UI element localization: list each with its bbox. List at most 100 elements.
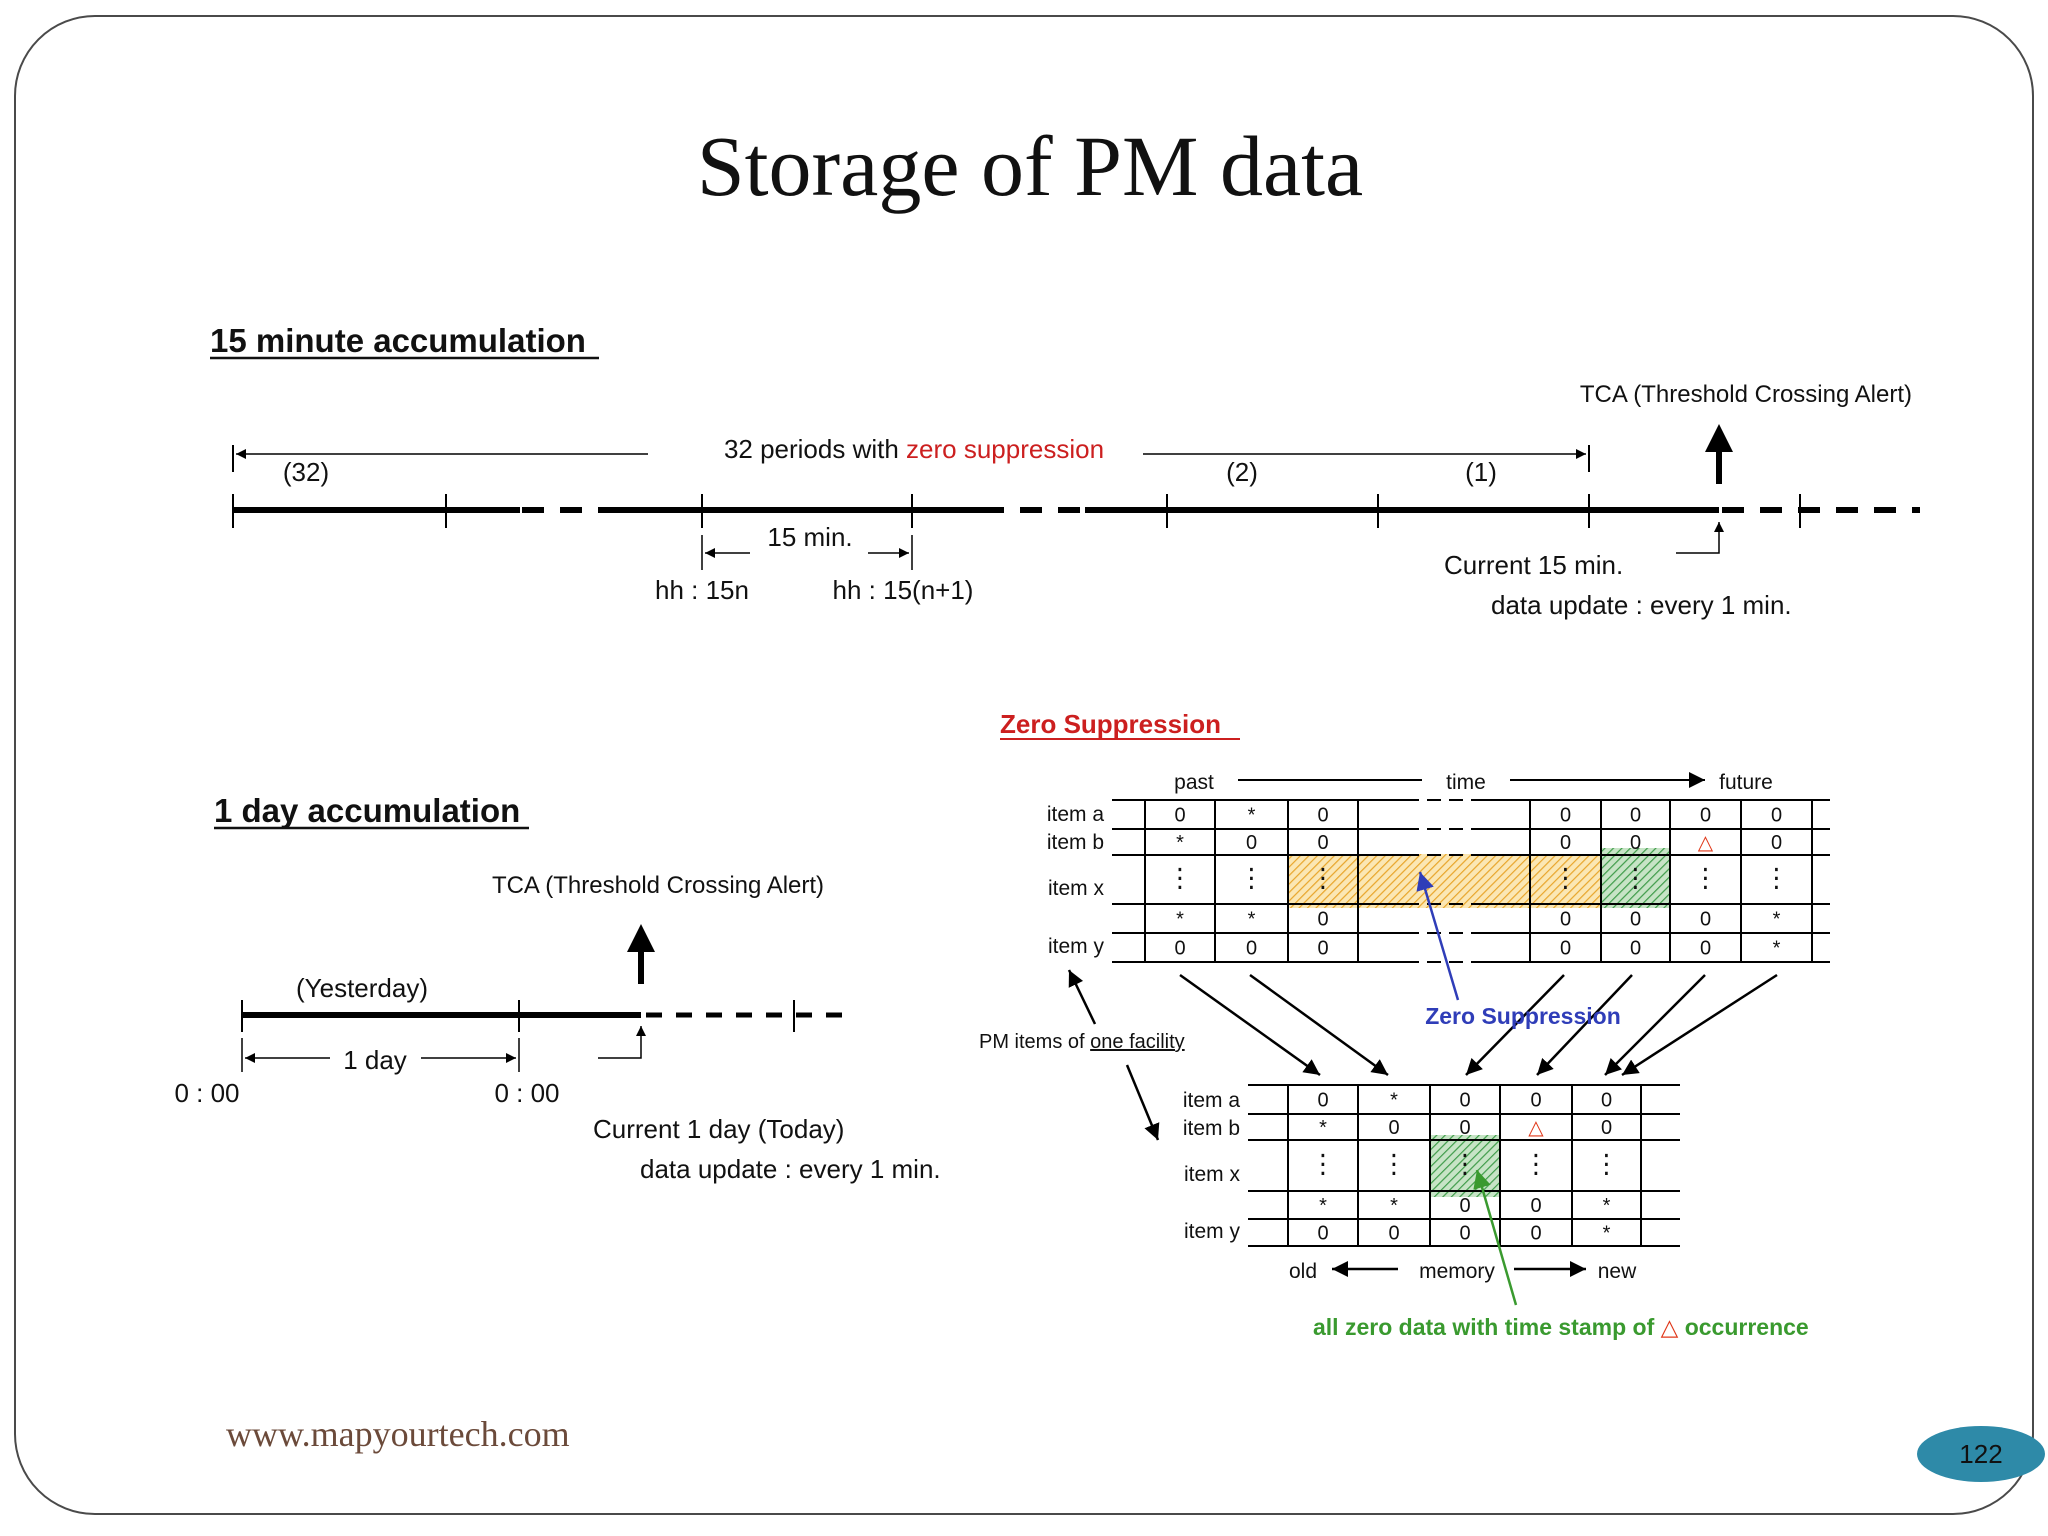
bottom-cell-r3-c4: * bbox=[1603, 1195, 1611, 1217]
top-cell-r2-c6: ⋮ bbox=[1693, 863, 1719, 893]
top-cell-r0-c6: 0 bbox=[1700, 805, 1711, 827]
section-1d-heading: 1 day accumulation bbox=[214, 792, 520, 829]
periods-label-highlight: zero suppression bbox=[906, 434, 1104, 464]
memory-label: memory bbox=[1419, 1260, 1495, 1283]
new-label: new bbox=[1598, 1260, 1637, 1283]
bottom-cell-r2-c3: ⋮ bbox=[1523, 1149, 1549, 1179]
note-green-text: all zero data with time stamp of △ occur… bbox=[1313, 1314, 1809, 1340]
top-cell-r3-c2: 0 bbox=[1317, 909, 1328, 931]
bottom-cell-r4-c1: 0 bbox=[1388, 1223, 1399, 1245]
update-15-label: data update : every 1 min. bbox=[1491, 590, 1792, 620]
top-cell-r0-c7: 0 bbox=[1771, 805, 1782, 827]
bottom-cell-r2-c4: ⋮ bbox=[1594, 1149, 1620, 1179]
top-hatch-orange bbox=[1288, 854, 1601, 908]
bottom-cell-r1-c3: △ bbox=[1528, 1117, 1544, 1139]
top-cell-r1-c4: 0 bbox=[1560, 832, 1571, 854]
start-time-1d: 0 : 00 bbox=[174, 1078, 239, 1108]
bottom-cell-r3-c1: * bbox=[1390, 1195, 1398, 1217]
timeline-15 bbox=[232, 494, 1920, 528]
current-pointer-15 bbox=[1676, 522, 1724, 554]
page-number: 122 bbox=[1959, 1439, 2002, 1469]
website-footer[interactable]: www.mapyourtech.com bbox=[226, 1414, 570, 1454]
bottom-row-label-a: item a bbox=[1183, 1089, 1241, 1112]
top-cell-r0-c5: 0 bbox=[1630, 805, 1641, 827]
bottom-cell-r0-c2: 0 bbox=[1459, 1090, 1470, 1112]
bottom-cell-r4-c3: 0 bbox=[1530, 1223, 1541, 1245]
bottom-cell-r2-c1: ⋮ bbox=[1381, 1149, 1407, 1179]
bottom-cell-r0-c0: 0 bbox=[1317, 1090, 1328, 1112]
period-2-label: (2) bbox=[1226, 457, 1258, 487]
end-time-1d: 0 : 00 bbox=[494, 1078, 559, 1108]
bottom-cell-r3-c0: * bbox=[1319, 1195, 1327, 1217]
bottom-cell-r0-c1: * bbox=[1390, 1090, 1398, 1112]
pm-items-label: PM items of one facility bbox=[979, 1031, 1185, 1053]
top-row-label-x: item x bbox=[1048, 877, 1105, 900]
old-label: old bbox=[1289, 1260, 1317, 1283]
tca-label-1d: TCA (Threshold Crossing Alert) bbox=[492, 872, 824, 899]
top-cell-r2-c2: ⋮ bbox=[1310, 863, 1336, 893]
top-row-label-a: item a bbox=[1047, 803, 1105, 826]
time-label: time bbox=[1446, 771, 1486, 794]
bottom-cell-r1-c2: 0 bbox=[1459, 1117, 1470, 1139]
top-cell-r4-c1: 0 bbox=[1246, 938, 1257, 960]
top-cell-r3-c4: 0 bbox=[1560, 909, 1571, 931]
top-cell-r2-c5: ⋮ bbox=[1623, 863, 1649, 893]
note-suffix: occurrence bbox=[1678, 1314, 1808, 1340]
period-1-label: (1) bbox=[1465, 457, 1497, 487]
top-cell-r3-c0: * bbox=[1176, 909, 1184, 931]
bottom-row-label-x: item x bbox=[1184, 1163, 1241, 1186]
bottom-cell-r3-c2: 0 bbox=[1459, 1195, 1470, 1217]
end-time-15: hh : 15(n+1) bbox=[833, 575, 974, 605]
top-cell-r3-c7: * bbox=[1773, 909, 1781, 931]
periods-label-prefix: 32 periods with bbox=[724, 434, 906, 464]
bottom-cell-r3-c3: 0 bbox=[1530, 1195, 1541, 1217]
note-triangle-icon: △ bbox=[1661, 1314, 1679, 1340]
top-cell-r1-c7: 0 bbox=[1771, 832, 1782, 854]
timeline-1d bbox=[241, 1000, 845, 1032]
current-15-label: Current 15 min. bbox=[1444, 550, 1623, 580]
bottom-cell-r0-c3: 0 bbox=[1530, 1090, 1541, 1112]
top-cell-r2-c7: ⋮ bbox=[1764, 863, 1790, 893]
top-cell-r1-c6: △ bbox=[1698, 832, 1714, 854]
top-cell-r3-c6: 0 bbox=[1700, 909, 1711, 931]
start-time-15: hh : 15n bbox=[655, 575, 749, 605]
top-cell-r1-c1: 0 bbox=[1246, 832, 1257, 854]
top-cell-r4-c4: 0 bbox=[1560, 938, 1571, 960]
bottom-cell-r1-c4: 0 bbox=[1601, 1117, 1612, 1139]
mapping-arrows bbox=[1179, 973, 1778, 1077]
interval-15-label: 15 min. bbox=[767, 522, 852, 552]
zs-blue-arrow bbox=[1416, 871, 1460, 1001]
past-label: past bbox=[1174, 771, 1214, 794]
top-grid-lines bbox=[1112, 799, 1830, 963]
top-cell-r4-c7: * bbox=[1773, 938, 1781, 960]
top-cell-r4-c5: 0 bbox=[1630, 938, 1641, 960]
pm-items-prefix: PM items of bbox=[979, 1031, 1090, 1053]
period-32-label: (32) bbox=[283, 457, 329, 487]
top-row-label-y: item y bbox=[1048, 935, 1105, 958]
bottom-grid-lines bbox=[1248, 1084, 1680, 1247]
zs-blue-label: Zero Suppression bbox=[1425, 1003, 1621, 1029]
bottom-cell-r0-c4: 0 bbox=[1601, 1090, 1612, 1112]
interval-1d-label: 1 day bbox=[343, 1045, 407, 1075]
zero-suppression-diagram: Zero Suppression past time future 0 * 0 0 0 0… bbox=[979, 709, 1830, 1340]
pm-items-arrow-up bbox=[1067, 969, 1097, 1025]
periods-label: 32 periods with zero suppression bbox=[724, 434, 1104, 464]
tca-label-15: TCA (Threshold Crossing Alert) bbox=[1580, 381, 1912, 408]
top-cell-r1-c5: 0 bbox=[1630, 832, 1641, 854]
top-row-label-b: item b bbox=[1047, 831, 1104, 854]
top-cell-r3-c5: 0 bbox=[1630, 909, 1641, 931]
tca-arrow-15-head bbox=[1705, 424, 1733, 452]
update-1d-label: data update : every 1 min. bbox=[640, 1154, 941, 1184]
top-cell-r0-c0: 0 bbox=[1174, 805, 1185, 827]
bottom-row-label-b: item b bbox=[1183, 1117, 1240, 1140]
slide-frame bbox=[14, 15, 2034, 1515]
bottom-cell-r1-c0: * bbox=[1319, 1117, 1327, 1139]
top-cell-r4-c2: 0 bbox=[1317, 938, 1328, 960]
future-label: future bbox=[1719, 771, 1773, 794]
bottom-cell-r4-c2: 0 bbox=[1459, 1223, 1470, 1245]
pm-items-link: one facility bbox=[1090, 1031, 1185, 1053]
yesterday-label: (Yesterday) bbox=[296, 973, 428, 1003]
